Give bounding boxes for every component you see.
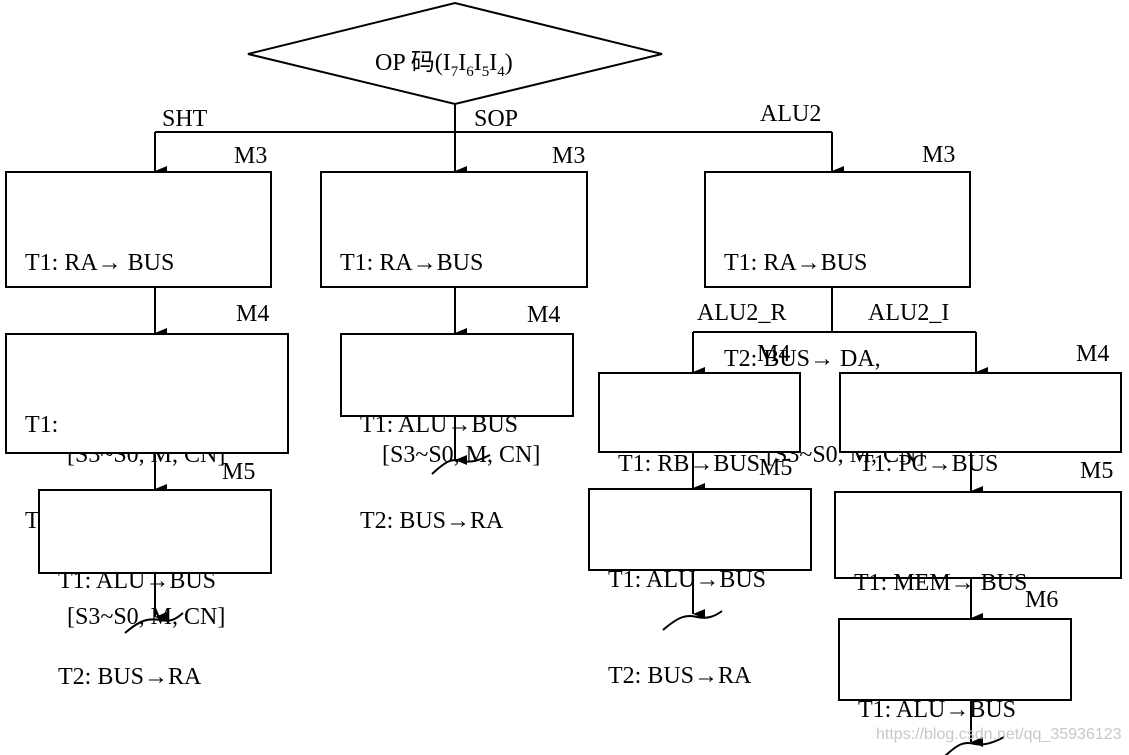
opcode-suffix: ) xyxy=(504,50,513,76)
decision-label: OP 码(I7I6I5I4) xyxy=(375,42,513,81)
step-t2: T2: BUS→ DA, xyxy=(724,346,881,372)
step-t1: T1: ALU→BUS xyxy=(360,412,519,438)
step-t1: T1: RA→BUS xyxy=(724,250,868,276)
cycle-label-alu2i-m5: M5 xyxy=(1080,458,1114,484)
step-t2: T2: BUS→RA xyxy=(608,663,752,689)
branch-label-alu2-i: ALU2_I xyxy=(868,300,950,326)
sht-m4-box: T1: T2: DA 缓存器移位, [S3~S0, M, CN] xyxy=(5,333,289,630)
alu2i-m4-box: T1: PC→BUS T2: BUS→AR xyxy=(839,372,1122,573)
alu2i-m6-box: T1: ALU→BUS T2: BUS→RA xyxy=(838,618,1072,723)
watermark: https://blog.csdn.net/qq_35936123 xyxy=(876,726,1122,743)
cycle-label-sop-m3: M3 xyxy=(552,143,586,169)
alu2i-m5-box: T1: MEM→ BUS T2: BUS→DB, PC+1 xyxy=(834,491,1122,692)
branch-label-alu2-r: ALU2_R xyxy=(697,300,787,326)
cycle-label-alu2r-m5: M5 xyxy=(759,455,793,481)
sht-m3-box: T1: RA→ BUS T2: BUS→DA, [S3~S0, M, CN] xyxy=(5,171,272,468)
bit-i6: I6 xyxy=(458,50,474,80)
opcode-prefix: OP 码( xyxy=(375,50,443,76)
control-signals: [S3~S0, M, CN] xyxy=(67,604,226,630)
cycle-label-sht-m3: M3 xyxy=(234,143,268,169)
bit-i7: I7 xyxy=(442,50,459,80)
branch-label-sop: SOP xyxy=(474,106,519,132)
cycle-label-alu2i-m4: M4 xyxy=(1076,341,1110,367)
step-t1: T1: RA→ BUS xyxy=(25,250,175,276)
step-t2: T2: BUS→RA xyxy=(360,508,504,534)
step-t1: T1: PC→BUS xyxy=(859,451,999,477)
alu2-m3-box: T1: RA→BUS T2: BUS→ DA, [S3~S0, M, CN] xyxy=(704,171,971,468)
sht-m5-box: T1: ALU→BUS T2: BUS→RA xyxy=(38,489,272,690)
step-t2: T2: BUS→RA xyxy=(58,664,202,690)
branch-label-sht: SHT xyxy=(162,106,208,132)
break-mark-alu2i xyxy=(944,736,1005,755)
step-t1: T1: xyxy=(25,412,59,438)
break-mark-alu2r xyxy=(662,610,723,631)
bit-i5: I5 xyxy=(473,50,490,80)
branch-label-alu2: ALU2 xyxy=(760,101,822,127)
cycle-label-sht-m4: M4 xyxy=(236,301,270,327)
step-t1: T1: ALU→BUS xyxy=(58,568,217,594)
sop-m4-box: T1: ALU→BUS T2: BUS→RA xyxy=(340,333,574,534)
step-t1: T1: MEM→ BUS xyxy=(854,570,1028,596)
step-t1: T1: ALU→BUS xyxy=(858,697,1017,723)
step-t1: T1: ALU→BUS xyxy=(608,567,767,593)
cycle-label-sht-m5: M5 xyxy=(222,459,256,485)
bit-i4: I4 xyxy=(489,50,505,80)
cycle-label-alu2i-m6: M6 xyxy=(1025,587,1059,613)
step-t1: T1: RB→BUS xyxy=(618,451,761,477)
alu2r-m5-box: T1: ALU→BUS T2: BUS→RA xyxy=(588,488,812,689)
break-mark-sht xyxy=(124,612,184,634)
sop-m3-box: T1: RA→BUS T2: BUS→DA, [S3~S0, M, CN] xyxy=(320,171,588,468)
decision-diamond xyxy=(247,1,663,106)
cycle-label-sop-m4: M4 xyxy=(527,302,561,328)
control-signals: [S3~S0, M, CN] xyxy=(382,442,541,468)
alu2r-m4-box: T1: RB→BUS T2: BUS→DB xyxy=(598,372,801,573)
cycle-label-alu2r-m4: M4 xyxy=(757,341,791,367)
break-mark-sop xyxy=(431,454,491,475)
step-t1: T1: RA→BUS xyxy=(340,250,484,276)
cycle-label-alu2-m3: M3 xyxy=(922,142,956,168)
